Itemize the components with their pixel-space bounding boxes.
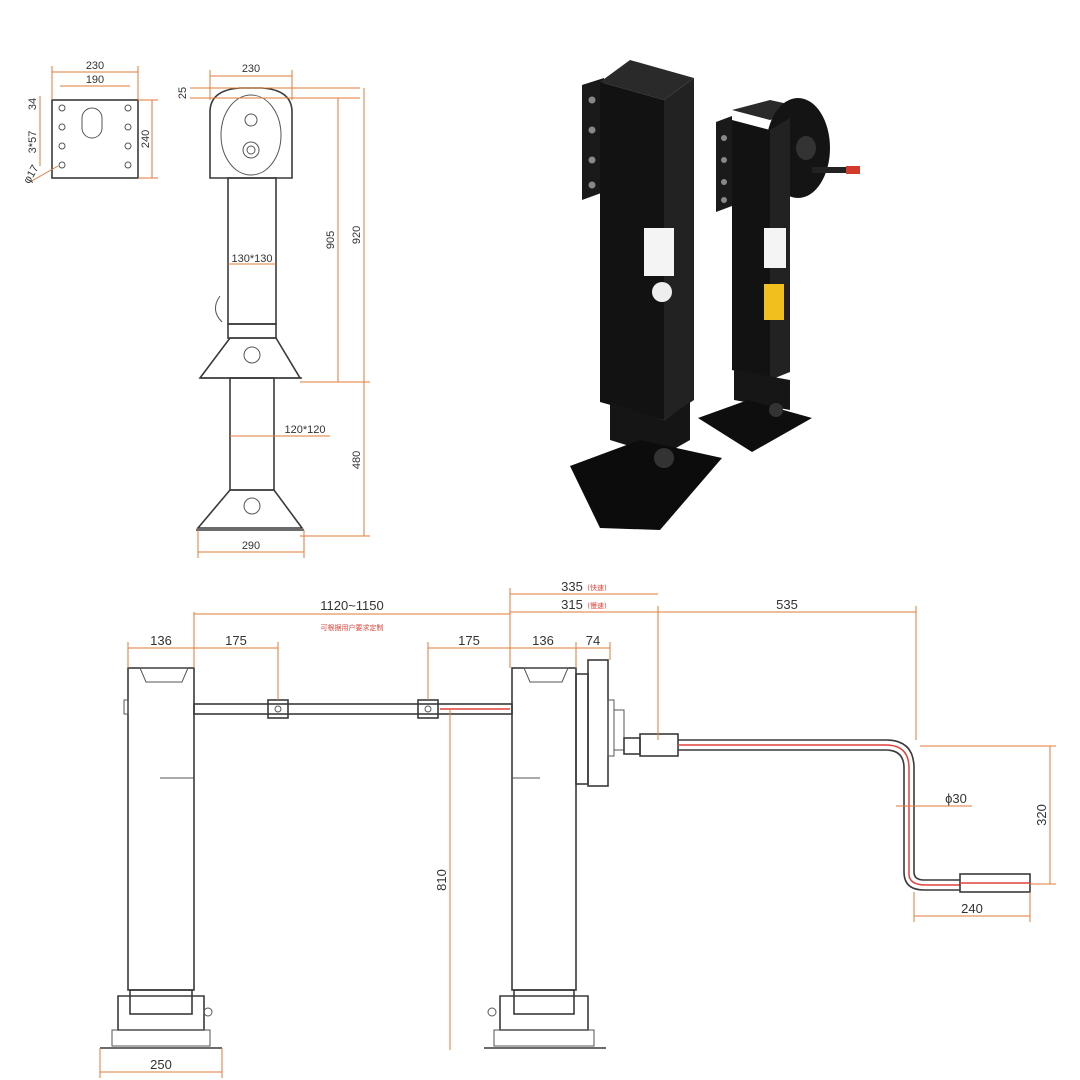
extension-length: 480 [351,451,363,469]
assembly-view: 136 1120~1150 可根据用户要求定制 175 175 136 74 [99,579,1056,1078]
crank-yoke [639,733,679,757]
plate-slot [81,107,103,139]
dim-span: 1120~1150 [320,598,384,613]
dim-crank-offset-a-note: (快速) [587,583,607,592]
dim-crank-reach: 535 [776,597,798,612]
dim-gearbox: 74 [586,633,600,648]
landing-leg-geared [698,98,860,452]
dim-crank-drop: 320 [1034,804,1049,826]
crank-tip [846,166,860,174]
plate-holes [58,104,132,169]
crank-rod-outer [678,739,960,881]
side-view: 230 25 130*130 905 920 120*120 480 290 [177,63,370,558]
dim-leg-width-right: 136 [532,633,554,648]
right-leg [484,659,625,1049]
plate-hole-dia: φ17 [21,163,41,186]
gear-cover [220,94,282,176]
warning-label [764,284,784,320]
dim-shaft-right: 175 [458,633,480,648]
dim-foot-width: 250 [150,1057,172,1072]
mounting-plate [51,99,139,179]
right-leg-tube [511,667,577,991]
plate-width-outer: 230 [86,60,104,72]
dim-crank-offset-a: 335 [561,579,583,594]
product-label [644,228,674,276]
dim-crank-rod-dia: ϕ30 [945,791,967,806]
side-top-offset: 25 [177,87,189,99]
lower-tube [229,377,275,491]
plate-height: 240 [140,130,152,148]
dim-handle-length: 240 [961,901,983,916]
landing-leg-plain [570,60,722,530]
dim-leg-height: 810 [434,869,449,891]
crank-handle [623,733,1031,893]
dim-crank-offset-b: 315 [561,597,583,612]
gearbox-housing [209,87,293,179]
lower-foot [196,489,304,529]
assembly-dimensions: 136 1120~1150 可根据用户要求定制 175 175 136 74 [99,579,1056,1078]
left-leg-tube [127,667,195,991]
dim-crank-offset-b-note: (慢速) [587,601,607,610]
upper-foot [198,337,302,379]
gearbox-plate [575,673,589,785]
tube-collar [227,323,277,339]
geared-label [764,228,786,268]
left-leg [100,667,222,1049]
right-leg-collar [513,989,575,1015]
plate-top-offset: 34 [27,98,39,110]
crank-centerline [678,744,960,886]
side-top-width: 230 [242,63,260,75]
plate-view: 230 190 240 34 3*57 φ17 [21,60,158,186]
coupling-left [267,699,289,719]
coupling-right [417,699,439,719]
upper-tube-size: 130*130 [232,253,273,265]
dim-leg-width-left: 136 [150,633,172,648]
upper-tube [227,177,277,325]
crank-coupler [623,737,641,755]
plate-width-hole: 190 [86,74,104,86]
left-leg-collar [129,989,193,1015]
lower-tube-size: 120*120 [285,424,326,436]
dim-span-note: 可根据用户要求定制 [321,623,384,632]
height-total: 920 [351,226,363,244]
product-photo [570,60,860,530]
left-leg-base [117,995,205,1031]
product-sticker [652,282,672,302]
height-retracted: 905 [325,231,337,249]
plate-hole-pitch: 3*57 [27,131,39,154]
dim-shaft-left: 175 [225,633,247,648]
crank-hook [215,295,223,323]
side-foot-width: 290 [242,540,260,552]
cross-shaft [193,699,513,719]
gearbox-flange [587,659,609,787]
